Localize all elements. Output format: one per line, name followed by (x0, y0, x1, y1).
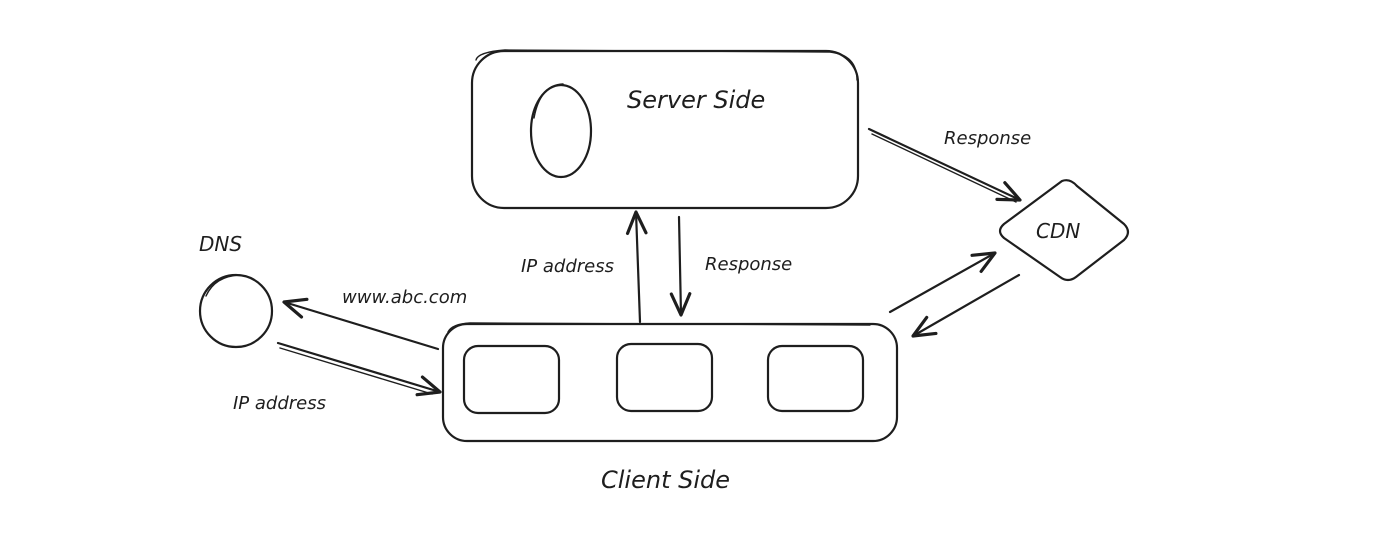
client-side-node[interactable]: Client Side (441, 322, 899, 494)
edge-label-dns-client: IP address (233, 393, 326, 414)
edge-label-client-dns: www.abc.com (342, 287, 467, 308)
client-slot-3 (766, 344, 865, 413)
server-oval-icon (529, 83, 593, 179)
client-slot-1 (462, 344, 561, 415)
edge-cdn-to-client (911, 273, 1021, 338)
server-side-node[interactable]: Server Side (470, 49, 860, 210)
edge-server-to-cdn: Response (867, 127, 1031, 203)
edge-client-to-dns: www.abc.com (282, 287, 467, 351)
edge-label-server-cdn: Response (944, 128, 1031, 149)
edge-client-to-cdn (888, 251, 997, 314)
client-slot-2 (615, 342, 714, 413)
server-side-label: Server Side (627, 86, 765, 114)
dns-label: DNS (199, 232, 242, 256)
edge-client-to-server: IP address (521, 210, 648, 324)
client-side-label: Client Side (601, 466, 730, 494)
edge-label-client-server: IP address (521, 256, 614, 277)
cdn-label: CDN (1036, 219, 1080, 243)
edge-server-to-client: Response (669, 215, 792, 317)
dns-node[interactable]: DNS (198, 232, 274, 349)
edge-dns-to-client: IP address (233, 341, 442, 414)
cdn-node[interactable]: CDN (998, 179, 1130, 282)
edge-label-server-client: Response (705, 254, 792, 275)
